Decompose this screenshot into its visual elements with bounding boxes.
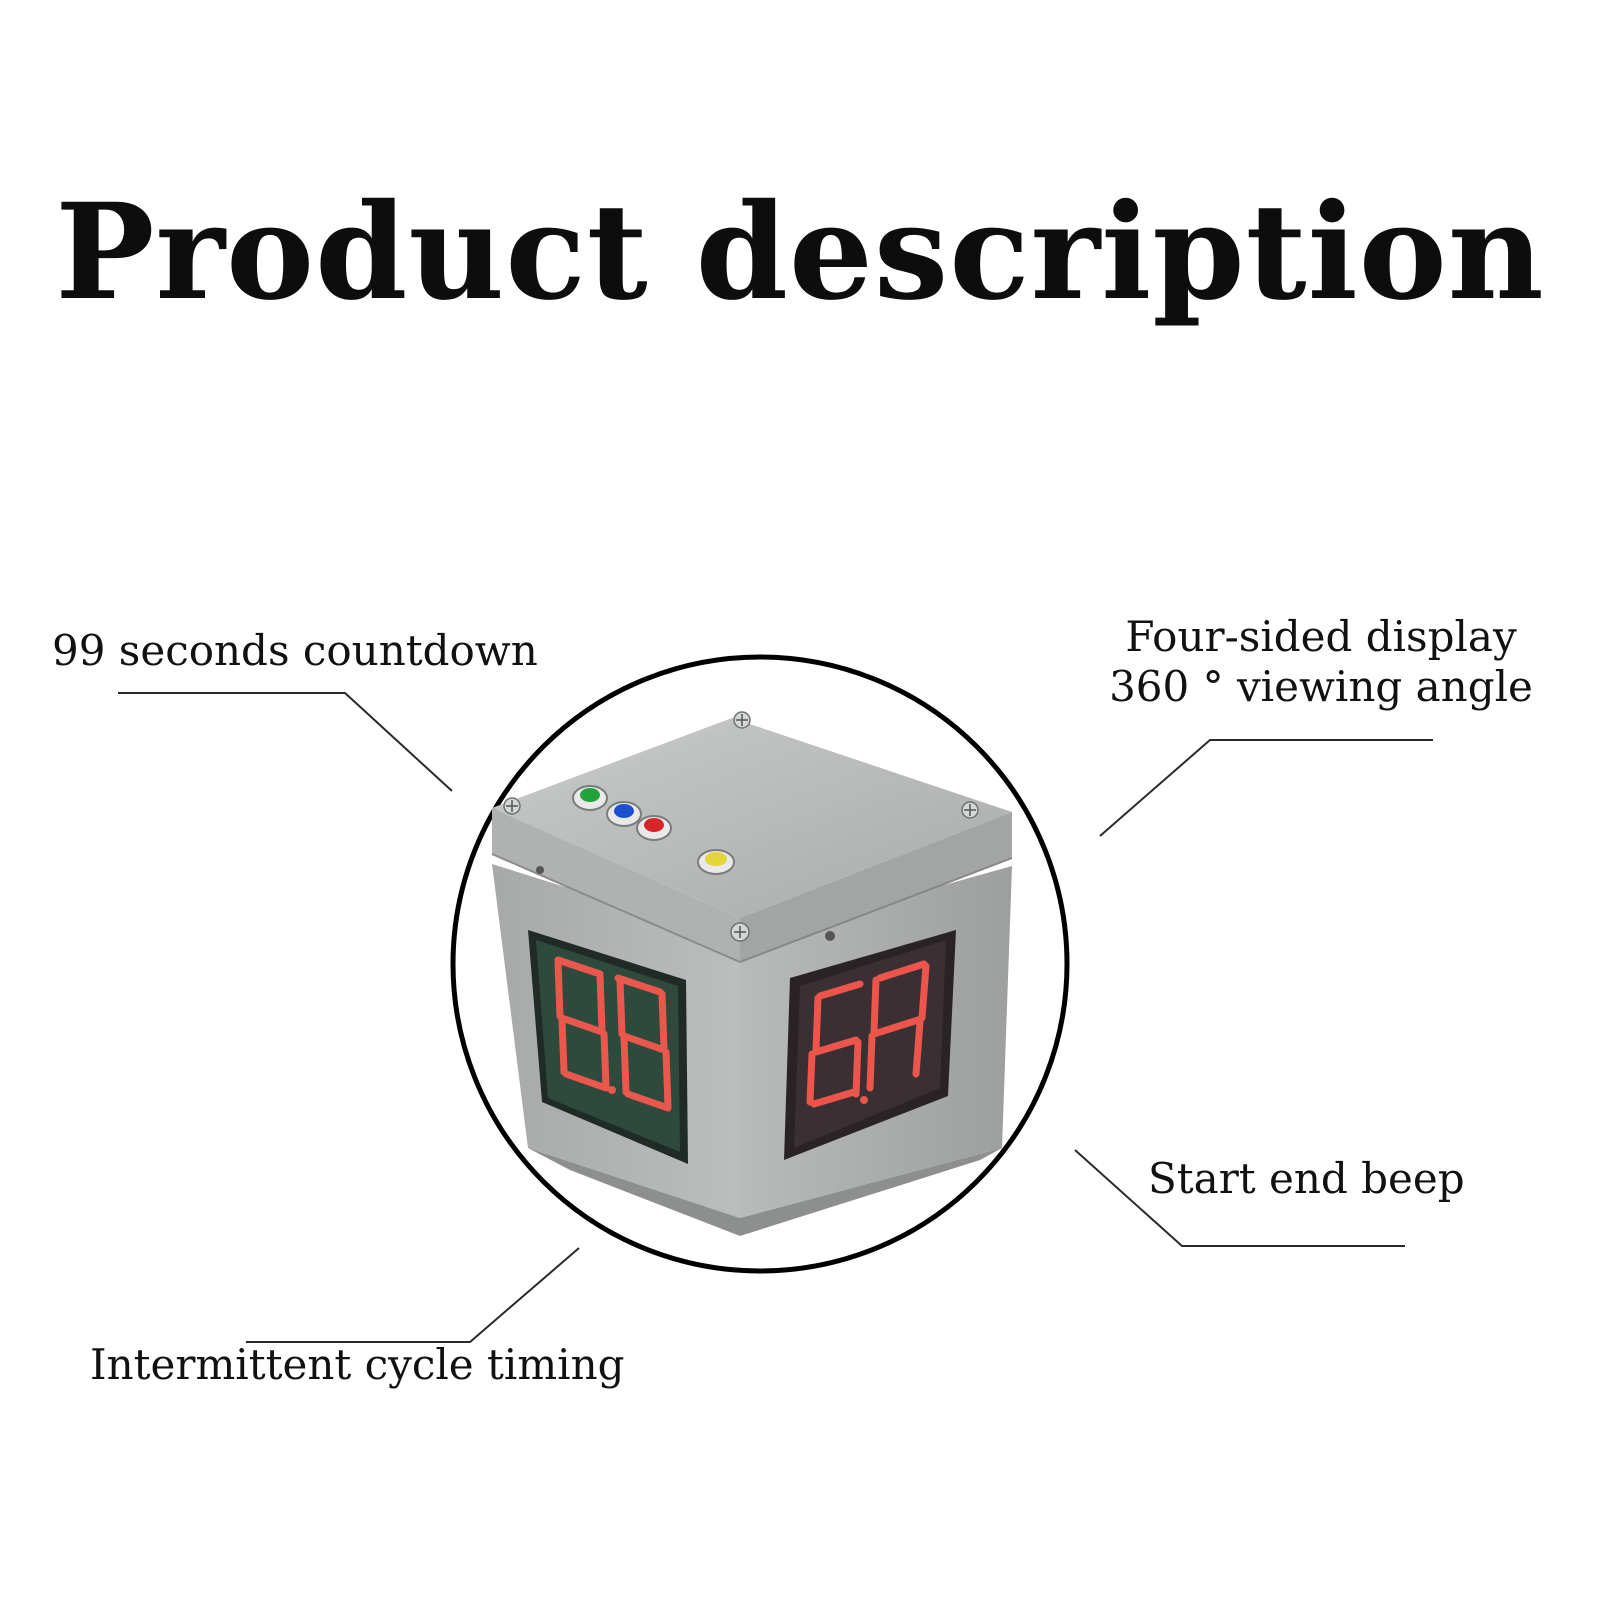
page-title: Product description	[55, 175, 1545, 330]
cube-lid	[491, 718, 1013, 963]
leader-line-cycle	[246, 1247, 580, 1343]
callout-display-line2: 360 ° viewing angle	[1109, 662, 1533, 711]
cube-lid-top	[492, 718, 1012, 918]
right-digits	[806, 960, 930, 1108]
blue-button[interactable]	[606, 801, 642, 827]
red-button[interactable]	[636, 815, 672, 841]
cube-lid-left-edge	[492, 808, 740, 962]
product-circle-frame	[450, 654, 1070, 1274]
left-digits	[554, 956, 672, 1112]
leader-line-countdown	[118, 692, 453, 792]
product-image	[491, 711, 1013, 1236]
leader-line-display	[1099, 739, 1433, 837]
yellow-button[interactable]	[697, 849, 735, 875]
leader-line-beep	[1074, 1149, 1405, 1247]
left-display	[528, 930, 688, 1164]
callout-cycle-timing: Intermittent cycle timing	[90, 1340, 625, 1389]
callout-four-sided-display: Four-sided display 360 ° viewing angle	[1086, 612, 1556, 712]
callout-display-line1: Four-sided display	[1125, 612, 1517, 661]
cube-lid-right-edge	[740, 812, 1012, 962]
right-display	[784, 930, 956, 1160]
green-button[interactable]	[572, 785, 608, 811]
control-buttons	[572, 785, 735, 875]
callout-beep: Start end beep	[1148, 1154, 1465, 1203]
callout-countdown: 99 seconds countdown	[52, 626, 538, 675]
